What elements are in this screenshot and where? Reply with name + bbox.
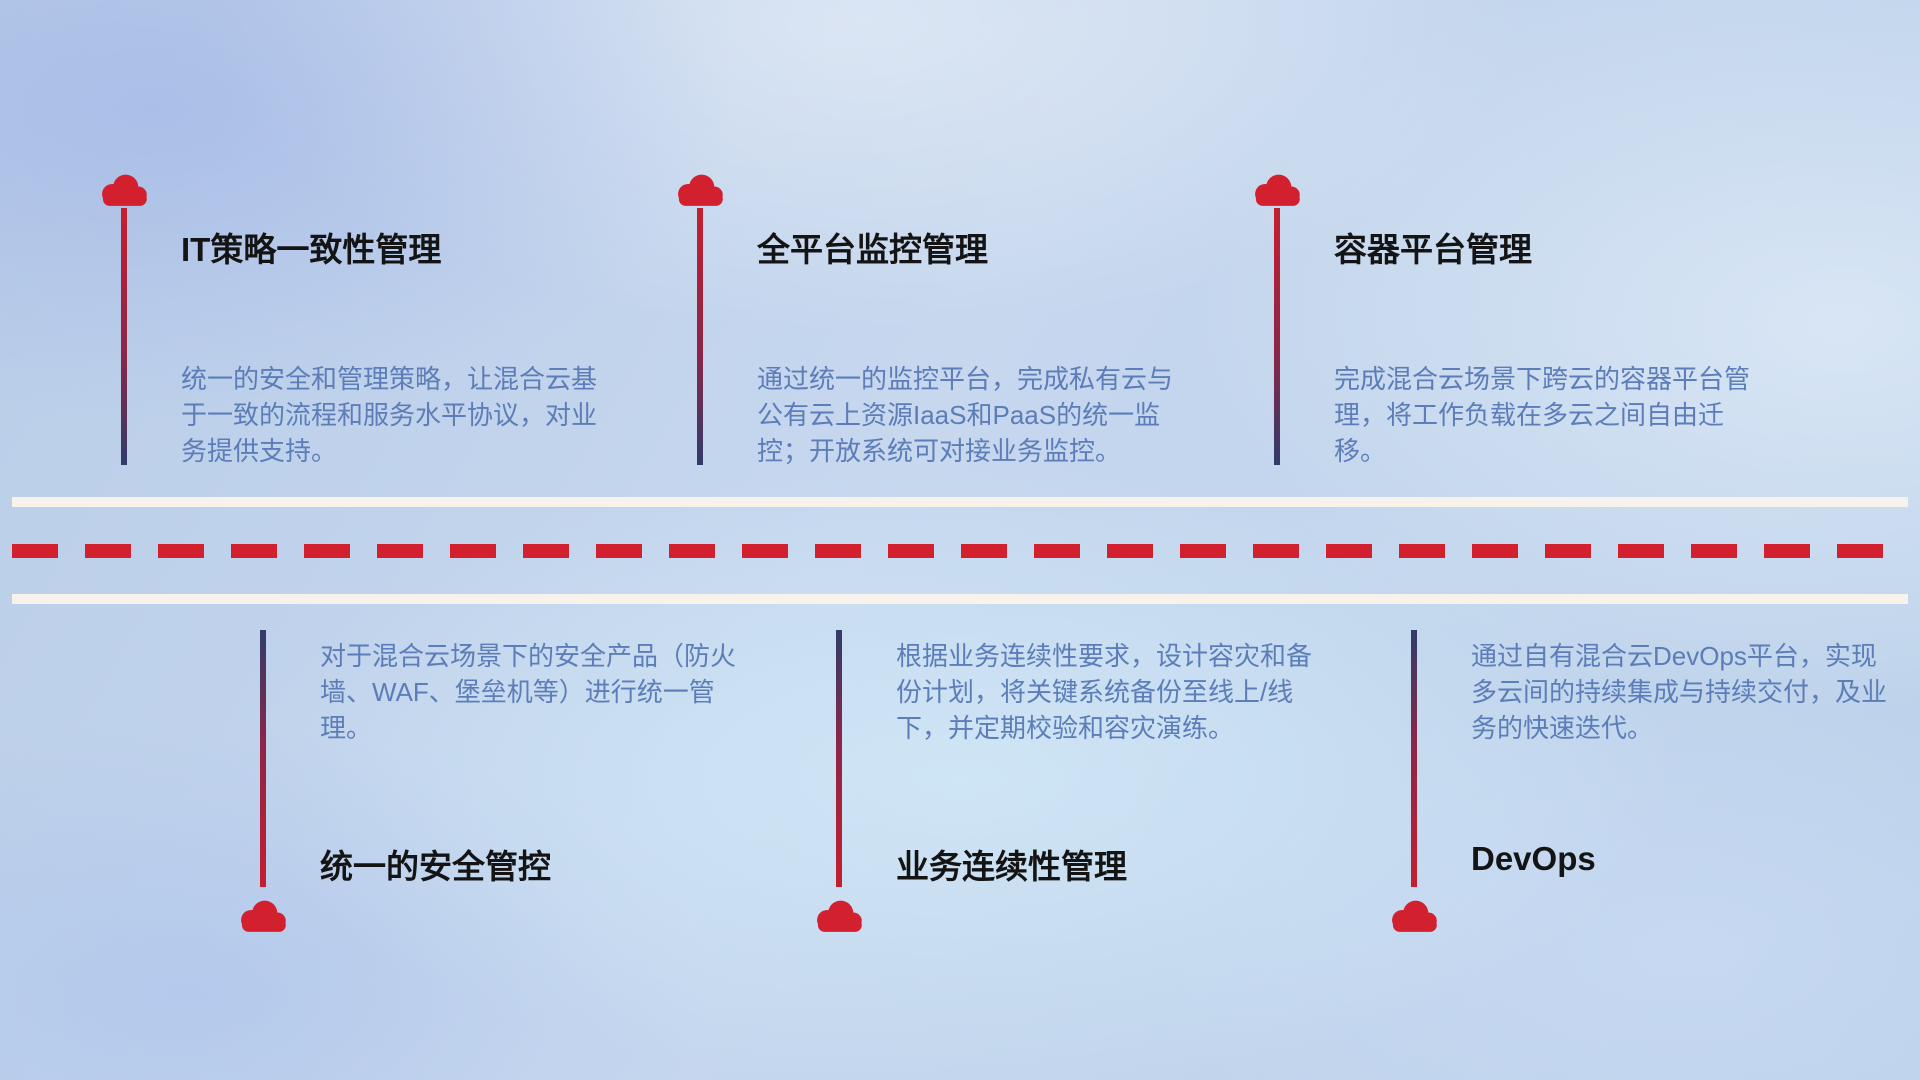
item-description: 统一的安全和管理策略，让混合云基于一致的流程和服务水平协议，对业务提供支持。 [181,364,598,466]
item-title: 业务连续性管理 [896,848,1127,885]
item-title: DevOps [1471,840,1596,877]
item-description: 完成混合云场景下跨云的容器平台管理，将工作负载在多云之间自由迁移。 [1334,364,1751,466]
item-description: 通过自有混合云DevOps平台，实现多云间的持续集成与持续交付，及业务的快速迭代… [1471,641,1888,743]
item-title: 统一的安全管控 [320,848,551,885]
cloud-icon [236,894,290,936]
timeline-item-container-platform: 容器平台管理 完成混合云场景下跨云的容器平台管理，将工作负载在多云之间自由迁移。 [1250,168,1770,488]
road-center-dashes [12,544,1908,558]
connector-line [1274,208,1280,465]
item-title: 全平台监控管理 [757,231,988,268]
item-title: 容器平台管理 [1334,231,1532,268]
road-edge-top [12,497,1908,507]
cloud-icon [1250,168,1304,210]
connector-line [697,208,703,465]
cloud-icon [812,894,866,936]
timeline-item-business-continuity: 根据业务连续性要求，设计容灾和备份计划，将关键系统备份至线上/线下，并定期校验和… [812,630,1332,960]
connector-line [836,630,842,887]
timeline-item-it-policy: IT策略一致性管理 统一的安全和管理策略，让混合云基于一致的流程和服务水平协议，… [97,168,617,488]
item-description: 通过统一的监控平台，完成私有云与公有云上资源IaaS和PaaS的统一监控；开放系… [757,364,1174,466]
timeline-item-monitoring: 全平台监控管理 通过统一的监控平台，完成私有云与公有云上资源IaaS和PaaS的… [673,168,1193,488]
item-title: IT策略一致性管理 [181,231,442,268]
item-description: 根据业务连续性要求，设计容灾和备份计划，将关键系统备份至线上/线下，并定期校验和… [896,641,1313,743]
timeline-item-security-control: 对于混合云场景下的安全产品（防火墙、WAF、堡垒机等）进行统一管理。 统一的安全… [236,630,756,960]
connector-line [1411,630,1417,887]
road-edge-bottom [12,594,1908,604]
connector-line [260,630,266,887]
connector-line [121,208,127,465]
timeline-item-devops: 通过自有混合云DevOps平台，实现多云间的持续集成与持续交付，及业务的快速迭代… [1387,630,1907,960]
cloud-icon [97,168,151,210]
cloud-icon [673,168,727,210]
item-description: 对于混合云场景下的安全产品（防火墙、WAF、堡垒机等）进行统一管理。 [320,641,737,743]
cloud-icon [1387,894,1441,936]
